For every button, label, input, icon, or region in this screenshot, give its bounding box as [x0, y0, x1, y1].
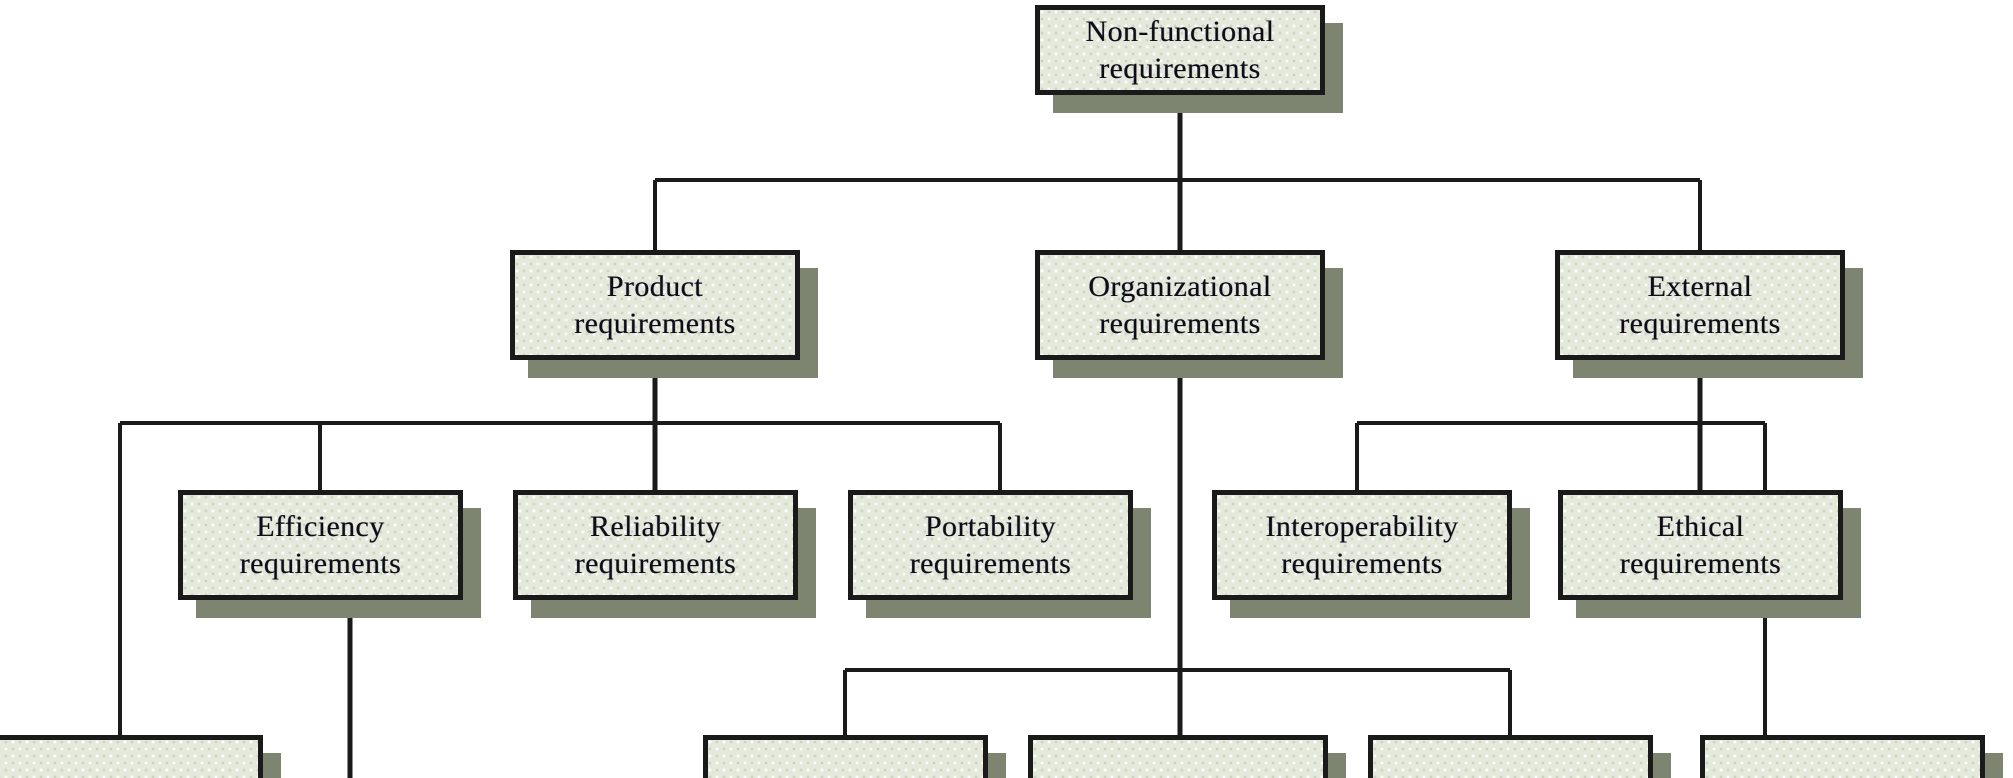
node-label: Interoperability requirements [1265, 509, 1459, 580]
node-box: Standards [1368, 735, 1653, 778]
node-box: Implementation [1028, 735, 1328, 778]
node-reliability-requirements[interactable]: Reliability requirements [513, 490, 816, 618]
node-label: Delivery [791, 773, 899, 778]
node-usability[interactable]: Usability [0, 735, 281, 778]
node-external-requirements[interactable]: External requirements [1555, 250, 1863, 378]
node-label: Product requirements [574, 269, 736, 340]
node-box: Ethical requirements [1558, 490, 1843, 600]
node-label: Portability requirements [909, 509, 1072, 580]
node-label: Ethical requirements [1619, 509, 1782, 580]
node-label: Reliability requirements [574, 509, 737, 580]
node-label: Organizational requirements [1088, 269, 1272, 340]
node-box: Non-functional requirements [1035, 5, 1325, 95]
node-efficiency-requirements[interactable]: Efficiency requirements [178, 490, 481, 618]
node-box: Legislative [1700, 735, 1985, 778]
node-product-requirements[interactable]: Product requirements [510, 250, 818, 378]
node-interoperability-requirements[interactable]: Interoperability requirements [1212, 490, 1530, 618]
node-label: External requirements [1619, 269, 1781, 340]
node-organizational-requirements[interactable]: Organizational requirements [1035, 250, 1343, 378]
node-label: Non-functional requirements [1085, 14, 1275, 85]
node-box: Product requirements [510, 250, 800, 360]
node-box: Delivery [703, 735, 988, 778]
node-box: Reliability requirements [513, 490, 798, 600]
node-delivery[interactable]: Delivery [703, 735, 1006, 778]
node-ethical-requirements[interactable]: Ethical requirements [1558, 490, 1861, 618]
node-box: Portability requirements [848, 490, 1133, 600]
node-label: Efficiency requirements [239, 509, 402, 580]
node-label: Legislative [1774, 773, 1912, 778]
node-box: Interoperability requirements [1212, 490, 1512, 600]
node-box: Efficiency requirements [178, 490, 463, 600]
node-non-functional-requirements[interactable]: Non-functional requirements [1035, 5, 1343, 113]
node-box: Organizational requirements [1035, 250, 1325, 360]
node-label: Implementation [1080, 773, 1276, 778]
node-implementation[interactable]: Implementation [1028, 735, 1346, 778]
node-label: Usability [64, 773, 178, 778]
node-legislative[interactable]: Legislative [1700, 735, 2003, 778]
node-portability-requirements[interactable]: Portability requirements [848, 490, 1151, 618]
node-standards[interactable]: Standards [1368, 735, 1671, 778]
node-box: External requirements [1555, 250, 1845, 360]
node-box: Usability [0, 735, 263, 778]
node-label: Standards [1450, 773, 1572, 778]
